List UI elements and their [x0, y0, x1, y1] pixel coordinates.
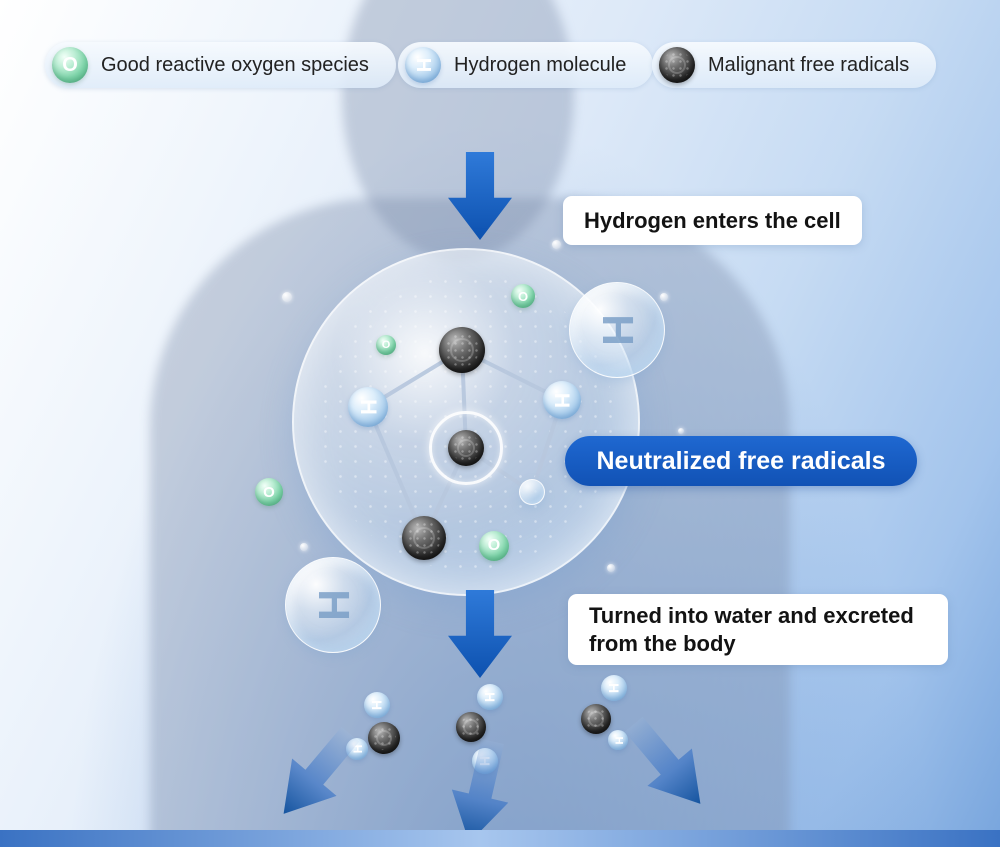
radical-sphere: [368, 722, 400, 754]
legend-item-hydrogen: H Hydrogen molecule: [398, 42, 654, 88]
legend-label-oxygen: Good reactive oxygen species: [101, 53, 369, 76]
hydrogen-bubble: H: [569, 282, 665, 378]
hydrogen-symbol: H: [606, 682, 622, 694]
hydrogen-sphere: H: [543, 381, 581, 419]
callout-neutralized-text: Neutralized free radicals: [596, 446, 886, 475]
hydrogen-sphere: H: [608, 730, 628, 750]
hydrogen-sphere: H: [348, 387, 388, 427]
oxygen-icon: O: [52, 47, 88, 83]
hydrogen-symbol: H: [309, 589, 358, 621]
radical-sphere: [581, 704, 611, 734]
legend-item-radical: Malignant free radicals: [652, 42, 937, 88]
hydrogen-bubble: H: [285, 557, 381, 653]
oxygen-sphere: O: [511, 284, 535, 308]
legend-label-radical: Malignant free radicals: [708, 53, 910, 76]
radical-sphere: [402, 516, 446, 560]
radical-sphere: [448, 430, 484, 466]
oxygen-symbol: O: [263, 483, 275, 501]
hydrogen-symbol: H: [355, 399, 381, 415]
hydrogen-sphere: H: [364, 692, 390, 718]
hydrogen-sphere: H: [601, 675, 627, 701]
sparkle-dot: [300, 543, 308, 551]
radical-icon: [659, 47, 695, 83]
legend-label-hydrogen: Hydrogen molecule: [454, 53, 627, 76]
oxygen-symbol: O: [487, 537, 501, 554]
radical-sphere: [439, 327, 485, 373]
callout-excreted-text: Turned into water and excreted from the …: [589, 603, 914, 656]
oxygen-symbol: O: [381, 338, 391, 351]
hydrogen-symbol: H: [612, 736, 625, 744]
sparkle-dot: [607, 564, 615, 572]
radical-sphere: [456, 712, 486, 742]
callout-hydrogen-enters: Hydrogen enters the cell: [563, 196, 862, 245]
sparkle-dot: [660, 293, 668, 301]
sparkle-dot: [552, 240, 561, 249]
oxygen-sphere: O: [376, 335, 396, 355]
oxygen-sphere: O: [255, 478, 283, 506]
sparkle-dot: [282, 292, 292, 302]
callout-hydrogen-enters-text: Hydrogen enters the cell: [584, 207, 841, 233]
sparkle-dot: [678, 428, 684, 434]
callout-excreted: Turned into water and excreted from the …: [568, 594, 948, 665]
hydrogen-symbol: H: [593, 314, 642, 346]
bottom-gradient-bar: [0, 830, 1000, 847]
water-droplet-bubble: [519, 479, 545, 505]
callout-neutralized: Neutralized free radicals: [565, 436, 917, 486]
hydrogen-symbol: H: [550, 392, 574, 408]
oxygen-sphere: O: [479, 531, 509, 561]
neutralized-ring: [429, 411, 503, 485]
hydrogen-symbol: H: [369, 699, 385, 711]
hydrogen-sphere: H: [477, 684, 503, 710]
oxygen-symbol: O: [62, 54, 78, 76]
legend-item-oxygen: O Good reactive oxygen species: [45, 42, 396, 88]
hydrogen-symbol: H: [482, 691, 498, 703]
oxygen-symbol: O: [517, 288, 529, 304]
hydrogen-icon: H: [405, 47, 441, 83]
